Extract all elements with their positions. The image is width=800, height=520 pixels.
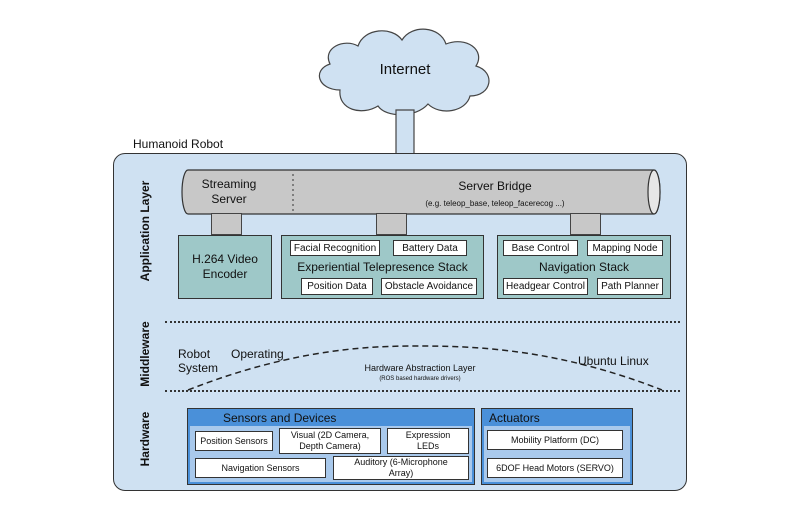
ros-label-operating: Operating	[231, 347, 284, 361]
navigation-sensors-box: Navigation Sensors	[195, 458, 326, 478]
auditory-sensors-box: Auditory (6-Microphone Array)	[333, 456, 469, 480]
expression-leds-box: Expression LEDs	[387, 428, 469, 454]
navigation-title: Navigation Stack	[538, 260, 630, 274]
mobility-platform-box: Mobility Platform (DC)	[487, 430, 623, 450]
base-control-box: Base Control	[503, 240, 578, 256]
connector-telepresence	[376, 213, 407, 235]
facial-recognition-box: Facial Recognition	[290, 240, 380, 256]
internet-label: Internet	[379, 60, 431, 78]
hal-curve	[187, 345, 663, 391]
visual-sensors-box: Visual (2D Camera, Depth Camera)	[279, 428, 381, 454]
streaming-server-line2: Server	[211, 192, 247, 206]
video-encoder-box: H.264 Video Encoder	[178, 235, 272, 299]
head-motors-box: 6DOF Head Motors (SERVO)	[487, 458, 623, 478]
robot-title: Humanoid Robot	[133, 137, 224, 151]
os-label: Ubuntu Linux	[578, 354, 649, 368]
hal-subtitle: (ROS based hardware drivers)	[379, 376, 461, 382]
connector-video-encoder	[211, 213, 242, 235]
separator-middleware-hardware	[165, 390, 680, 392]
obstacle-avoidance-box: Obstacle Avoidance	[381, 278, 477, 295]
server-bridge-title: Server Bridge	[458, 179, 532, 193]
application-layer-label: Application Layer	[138, 180, 152, 282]
battery-data-box: Battery Data	[393, 240, 467, 256]
streaming-server-label: Streaming Server	[185, 176, 273, 208]
position-sensors-box: Position Sensors	[195, 431, 273, 451]
position-data-box: Position Data	[301, 278, 373, 295]
server-bridge-cylinder	[181, 169, 661, 215]
streaming-server-line1: Streaming	[201, 177, 257, 191]
sensors-devices-title: Sensors and Devices	[223, 411, 337, 425]
connector-navigation	[570, 213, 601, 235]
video-encoder-line2: Encoder	[202, 267, 248, 281]
hal-title: Hardware Abstraction Layer	[364, 362, 476, 373]
actuators-title: Actuators	[489, 411, 540, 425]
ros-label-robot: Robot	[178, 347, 211, 361]
hardware-layer-label: Hardware	[138, 411, 152, 467]
telepresence-title: Experiential Telepresence Stack	[297, 260, 468, 274]
server-bridge-subtitle: (e.g. teleop_base, teleop_facerecog ...)	[425, 198, 565, 208]
mapping-node-box: Mapping Node	[587, 240, 663, 256]
separator-app-middleware	[165, 321, 680, 323]
headgear-control-box: Headgear Control	[503, 278, 588, 295]
path-planner-box: Path Planner	[597, 278, 663, 295]
ros-label-system: System	[178, 361, 219, 375]
video-encoder-line1: H.264 Video	[192, 252, 258, 266]
